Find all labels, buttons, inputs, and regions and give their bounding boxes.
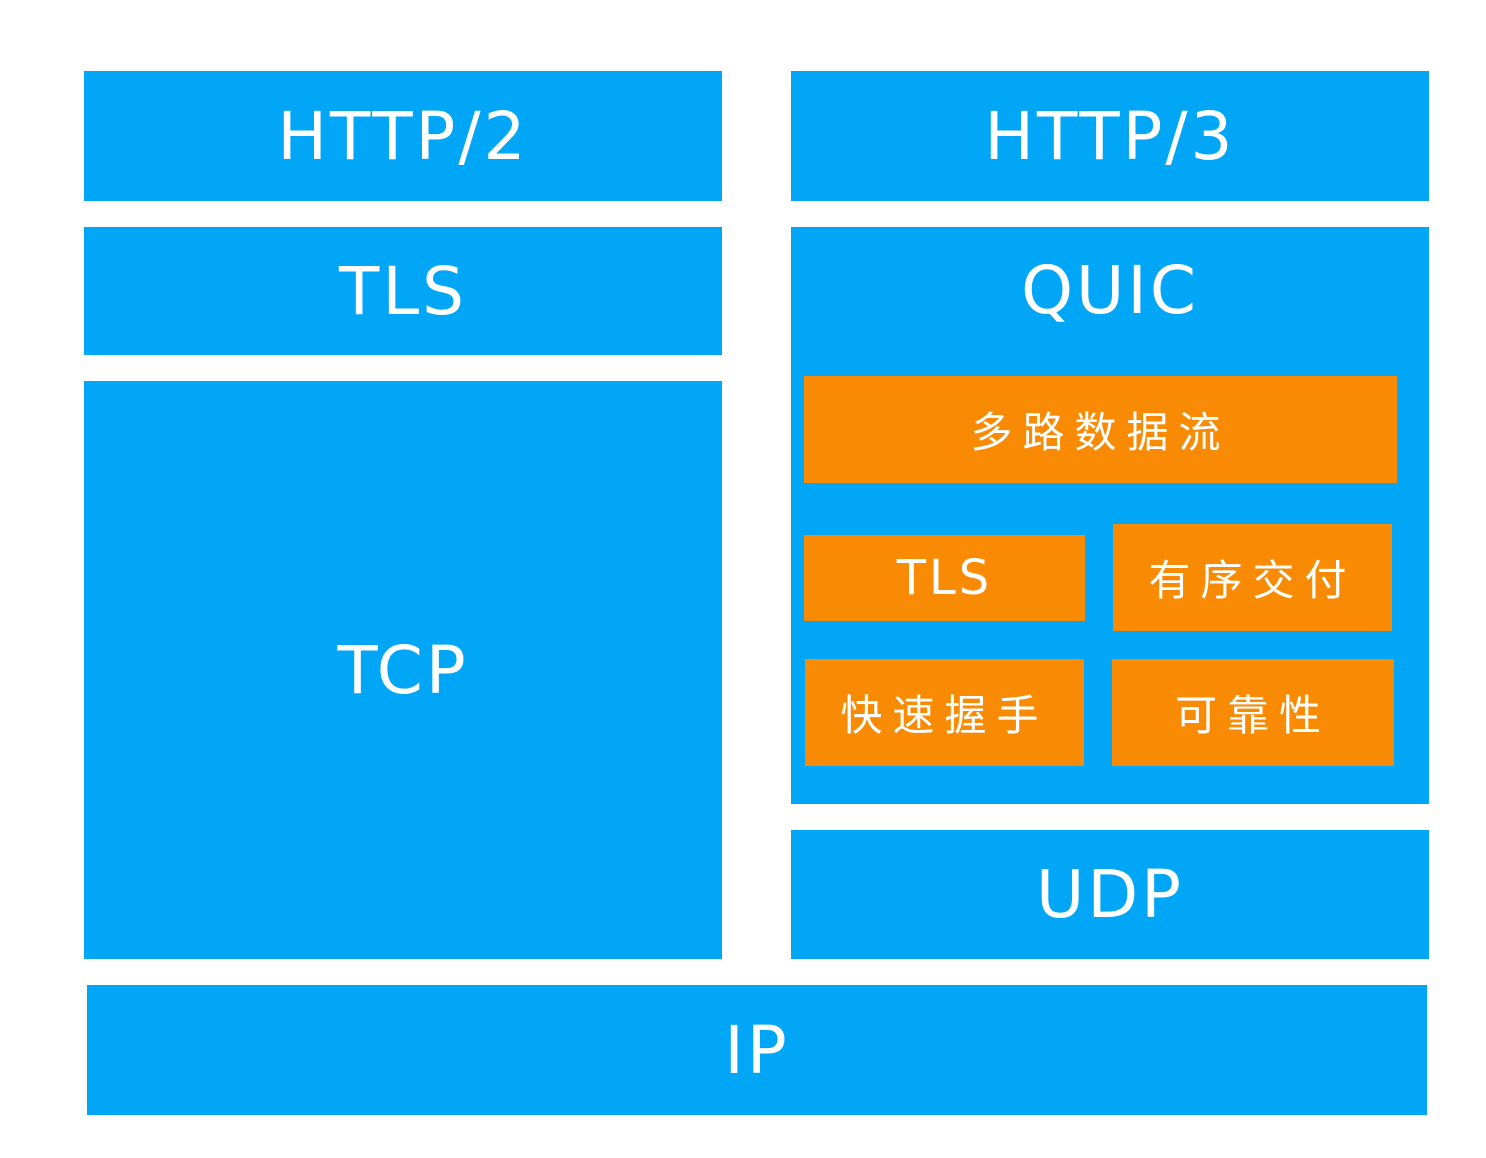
udp-label: UDP <box>1036 856 1184 933</box>
quic-label: QUIC <box>1021 252 1199 329</box>
http2-label: HTTP/2 <box>277 97 529 175</box>
ordered-delivery-label: 有序交付 <box>1148 556 1357 605</box>
quic-feature-tls: TLS <box>804 535 1085 621</box>
quic-feature-fast-handshake: 快速握手 <box>805 659 1084 766</box>
multiplexed-streams-label: 多路数据流 <box>970 408 1231 457</box>
udp-layer: UDP <box>791 830 1429 959</box>
quic-feature-reliability: 可靠性 <box>1112 659 1394 766</box>
tls-label: TLS <box>339 252 467 330</box>
ip-layer: IP <box>87 985 1427 1115</box>
tcp-layer: TCP <box>84 381 722 959</box>
http3-label: HTTP/3 <box>984 97 1236 175</box>
tls-layer: TLS <box>84 227 722 355</box>
quic-feature-ordered-delivery: 有序交付 <box>1113 524 1392 631</box>
http3-layer: HTTP/3 <box>791 71 1429 201</box>
reliability-label: 可靠性 <box>1174 691 1331 740</box>
fast-handshake-label: 快速握手 <box>840 691 1049 740</box>
quic-tls-label: TLS <box>896 550 993 606</box>
tcp-label: TCP <box>337 631 469 709</box>
ip-label: IP <box>724 1011 790 1089</box>
quic-feature-multiplexed-streams: 多路数据流 <box>804 376 1397 483</box>
http2-layer: HTTP/2 <box>84 71 722 201</box>
